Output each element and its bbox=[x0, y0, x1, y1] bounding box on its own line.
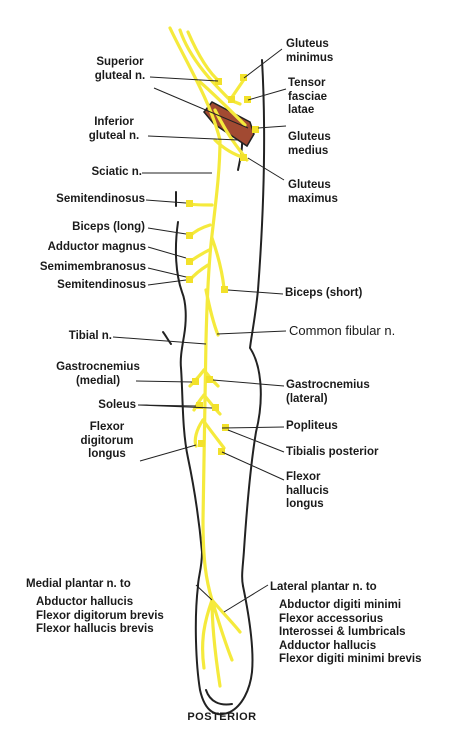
label-biceps-long: Biceps (long) bbox=[72, 221, 145, 233]
label-tibialis-posterior: Tibialis posterior bbox=[286, 446, 379, 458]
label-gluteus-maximus: Gluteus maximus bbox=[288, 179, 338, 205]
label-flexor-digitorum-longus: Flexor digitorum longus bbox=[80, 421, 134, 460]
label-lateral-plantar-nerve: Lateral plantar n. to bbox=[270, 581, 377, 593]
label-biceps-short: Biceps (short) bbox=[285, 287, 363, 299]
label-medial-plantar-targets: Abductor hallucis Flexor digitorum brevi… bbox=[36, 596, 164, 635]
label-semitendinosus-upper: Semitendinosus bbox=[56, 193, 145, 205]
label-tibial-nerve: Tibial n. bbox=[68, 330, 112, 342]
label-semitendinosus-lower: Semitendinosus bbox=[57, 279, 146, 291]
label-superior-gluteal-nerve: Superior gluteal n. bbox=[94, 56, 146, 82]
label-lateral-plantar-targets: Abductor digiti minimi Flexor accessoriu… bbox=[279, 599, 422, 665]
label-medial-plantar-nerve: Medial plantar n. to bbox=[26, 578, 131, 590]
label-inferior-gluteal-nerve: Inferior gluteal n. bbox=[88, 116, 140, 142]
label-tensor-fasciae-latae: Tensor fasciae latae bbox=[288, 77, 328, 116]
label-gastrocnemius-medial: Gastrocnemius (medial) bbox=[56, 361, 140, 387]
label-sciatic-nerve: Sciatic n. bbox=[91, 166, 143, 178]
label-popliteus: Popliteus bbox=[286, 420, 338, 432]
label-gluteus-medius: Gluteus medius bbox=[288, 131, 331, 157]
label-semimembranosus: Semimembranosus bbox=[39, 261, 146, 273]
label-flexor-hallucis-longus: Flexor hallucis longus bbox=[286, 471, 329, 510]
leader-lines bbox=[112, 48, 287, 613]
label-soleus: Soleus bbox=[98, 399, 136, 411]
label-adductor-magnus: Adductor magnus bbox=[47, 241, 146, 253]
label-gluteus-minimus: Gluteus minimus bbox=[286, 38, 334, 64]
label-common-fibular-nerve: Common fibular n. bbox=[289, 323, 396, 338]
nerve-endings bbox=[186, 74, 259, 455]
label-gastrocnemius-lateral: Gastrocnemius (lateral) bbox=[286, 379, 370, 405]
view-caption: POSTERIOR bbox=[187, 711, 257, 723]
